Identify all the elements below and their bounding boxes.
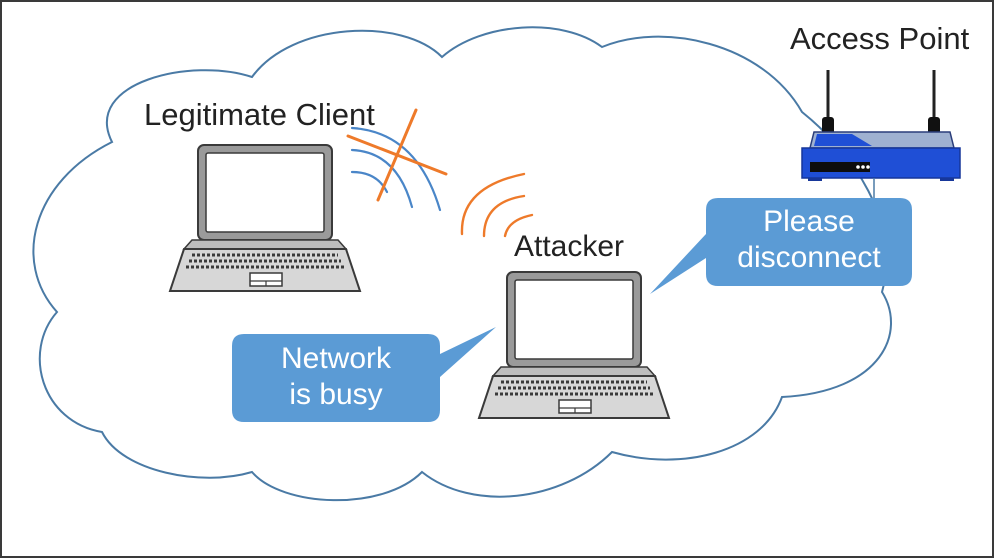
please-disconnect-text: Please disconnect xyxy=(706,204,912,276)
speech-bubble-please-disconnect xyxy=(650,198,912,294)
please-disconnect-line-1: Please xyxy=(763,205,855,238)
client-laptop-icon xyxy=(168,143,362,293)
legitimate-client-label: Legitimate Client xyxy=(144,97,375,132)
network-busy-line-1: Network xyxy=(280,342,392,375)
please-disconnect-line-2: disconnect xyxy=(737,241,881,274)
wireless-router-icon xyxy=(801,70,961,181)
attack-signal-icon xyxy=(460,172,534,238)
network-busy-line-2: is busy xyxy=(289,378,383,411)
attacker-label: Attacker xyxy=(514,230,625,263)
blocked-signal-icon xyxy=(350,126,442,212)
attacker-laptop-icon xyxy=(477,270,671,420)
cross-icon xyxy=(346,108,448,202)
access-point-label: Access Point xyxy=(790,21,970,56)
network-busy-text: Network is busy xyxy=(232,341,440,413)
speech-bubble-network-busy xyxy=(232,327,496,422)
